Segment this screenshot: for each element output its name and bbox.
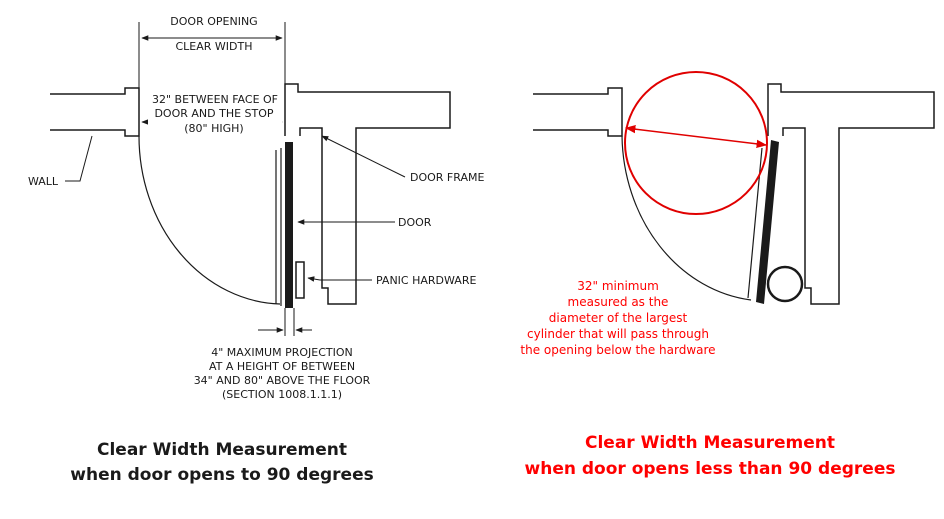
note-line-1: 32" minimum	[577, 279, 659, 293]
projection-label-1: 4" MAXIMUM PROJECTION	[211, 346, 353, 359]
left-diagram	[50, 22, 451, 336]
right-right-frame	[767, 83, 935, 305]
right-frame	[284, 83, 451, 305]
between-label-1: 32" BETWEEN FACE OF	[152, 93, 278, 106]
panic-hardware-label: PANIC HARDWARE	[376, 274, 476, 287]
note-line-3: diameter of the largest	[549, 311, 688, 325]
note-line-5: the opening below the hardware	[520, 343, 715, 357]
door-swing-arc	[138, 135, 281, 305]
dim-label-door-opening: DOOR OPENING	[170, 15, 257, 28]
door-leaf	[285, 142, 293, 308]
right-door-swing-arc	[621, 135, 752, 301]
between-label-3: (80" HIGH)	[184, 122, 243, 135]
projection-label-4: (SECTION 1008.1.1.1)	[222, 388, 342, 401]
door-label: DOOR	[398, 216, 432, 229]
door-stop	[299, 127, 323, 136]
right-door-leaf	[756, 140, 779, 304]
left-caption-line-2: when door opens to 90 degrees	[70, 465, 373, 485]
wall-label: WALL	[28, 175, 59, 188]
projection-label-2: AT A HEIGHT OF BETWEEN	[209, 360, 355, 373]
panic-hardware	[295, 261, 305, 299]
dim-label-clear-width: CLEAR WIDTH	[175, 40, 252, 53]
note-line-4: cylinder that will pass through	[527, 327, 709, 341]
right-diagram	[533, 83, 935, 305]
right-left-wall	[533, 87, 623, 137]
right-caption-line-2: when door opens less than 90 degrees	[525, 459, 896, 479]
left-caption-line-1: Clear Width Measurement	[97, 440, 347, 460]
right-caption-line-1: Clear Width Measurement	[585, 433, 835, 453]
left-wall	[50, 87, 140, 137]
note-line-2: measured as the	[568, 295, 669, 309]
between-label-2: DOOR AND THE STOP	[154, 107, 273, 120]
projection-label-3: 34" AND 80" ABOVE THE FLOOR	[194, 374, 371, 387]
door-frame-label: DOOR FRAME	[410, 171, 484, 184]
test-cylinder-small	[766, 265, 804, 303]
measurement-arrow	[624, 124, 768, 149]
